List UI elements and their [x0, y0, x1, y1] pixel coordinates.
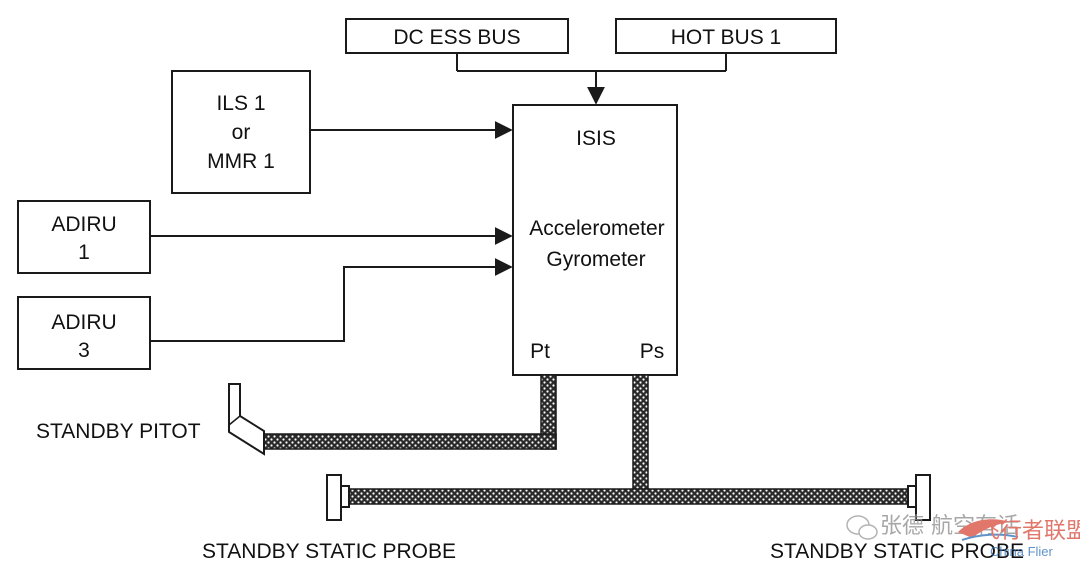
dc-ess-bus-box: DC ESS BUS [345, 18, 569, 54]
standby-static-probe-right [907, 474, 931, 521]
standby-static-probe-left-label: STANDBY STATIC PROBE [202, 540, 456, 563]
adiru-1-label-line1: ADIRU [51, 213, 116, 236]
adiru-3-box: ADIRU 3 [17, 296, 151, 370]
isis-box: ISIS Accelerometer Gyrometer Pt Ps [512, 104, 678, 376]
hot-bus-1-box: HOT BUS 1 [615, 18, 837, 54]
ils-mmr-box: ILS 1 or MMR 1 [171, 70, 311, 194]
ils-label-line1: ILS 1 [216, 92, 265, 115]
china-flier-logo-icon [958, 519, 1019, 541]
adiru-3-to-isis-arrow [150, 258, 513, 342]
ils-label-line2: or [232, 121, 251, 144]
watermark-right-subtext: China Flier [990, 544, 1054, 559]
power-bus-connector [456, 53, 727, 105]
standby-pitot-probe [228, 383, 265, 456]
isis-pt-port-label: Pt [530, 340, 550, 363]
hot-bus-1-label: HOT BUS 1 [671, 26, 781, 49]
isis-ps-port-label: Ps [640, 340, 665, 363]
adiru-1-label-line2: 1 [78, 241, 90, 264]
adiru-3-label-line2: 3 [78, 339, 90, 362]
isis-accelerometer-label: Accelerometer [529, 217, 664, 240]
isis-gyrometer-label: Gyrometer [546, 248, 645, 271]
pitot-pressure-line [261, 374, 557, 450]
adiru-1-box: ADIRU 1 [17, 200, 151, 274]
dc-ess-bus-label: DC ESS BUS [393, 26, 520, 49]
standby-pitot-label: STANDBY PITOT [36, 420, 201, 443]
standby-static-probe-left [326, 474, 350, 521]
adiru-3-label-line1: ADIRU [51, 311, 116, 334]
standby-static-probe-right-label: STANDBY STATIC PROBE [770, 540, 1024, 563]
ils-label-line3: MMR 1 [207, 150, 275, 173]
watermark-right-text: 飞行者联盟 [978, 519, 1080, 544]
wechat-icon [846, 515, 878, 540]
watermark: 张德 航空有话 飞行者联盟 China Flier [846, 514, 1080, 559]
isis-title: ISIS [576, 127, 616, 150]
